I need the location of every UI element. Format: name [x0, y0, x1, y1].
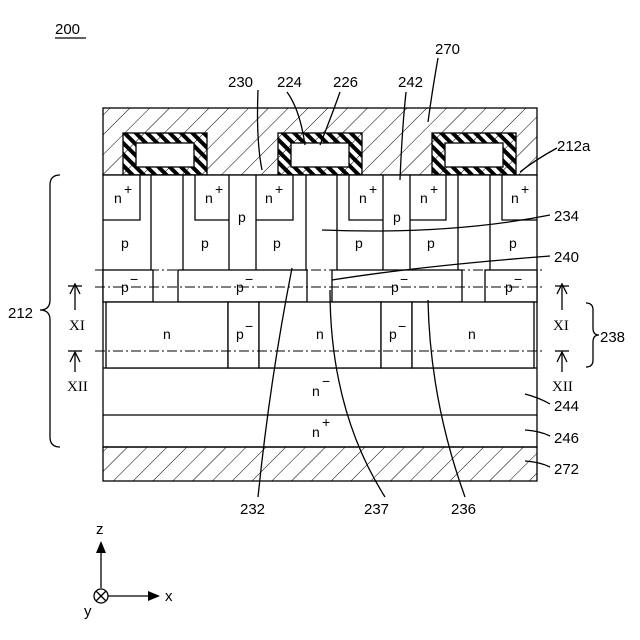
svg-text:XI: XI [553, 318, 569, 334]
svg-text:XII: XII [67, 379, 88, 395]
svg-text:+: + [275, 181, 283, 197]
label-p-1: p [121, 235, 129, 251]
bottom-electrode-272 [103, 447, 537, 481]
label-p-3: p [238, 209, 246, 225]
svg-text:XI: XI [69, 318, 85, 334]
label-n-1: n [163, 326, 171, 342]
svg-text:n: n [511, 190, 519, 206]
ref-224: 224 [277, 74, 302, 91]
svg-text:−: − [514, 271, 522, 287]
figure-number: 200 [55, 21, 80, 38]
ref-242: 242 [398, 74, 423, 91]
svg-text:−: − [398, 318, 406, 334]
x-axis-label: x [165, 588, 173, 605]
label-p-7: p [427, 235, 435, 251]
ref-240: 240 [554, 249, 579, 266]
svg-text:+: + [430, 181, 438, 197]
ref-226: 226 [333, 74, 358, 91]
z-axis-arrowhead [96, 541, 106, 553]
svg-text:+: + [369, 181, 377, 197]
svg-text:n: n [312, 383, 320, 399]
ref-212: 212 [8, 305, 33, 322]
gate-structure-3 [432, 133, 516, 175]
gate-electrode-3 [445, 143, 503, 167]
svg-text:n: n [114, 190, 122, 206]
ref-238: 238 [600, 329, 625, 346]
svg-text:n: n [312, 424, 320, 440]
svg-text:XII: XII [552, 379, 573, 395]
svg-text:−: − [130, 271, 138, 287]
svg-text:+: + [322, 414, 330, 430]
ref-232: 232 [240, 501, 265, 518]
label-n-2: n [316, 326, 324, 342]
ref-212a: 212a [557, 138, 591, 155]
ref-237: 237 [364, 501, 389, 518]
label-p-4: p [273, 235, 281, 251]
x-axis-arrowhead [148, 591, 160, 601]
label-n-3: n [468, 326, 476, 342]
label-p-8: p [509, 235, 517, 251]
svg-text:n: n [205, 190, 213, 206]
brace-238 [586, 303, 599, 367]
svg-text:+: + [124, 181, 132, 197]
label-p-2: p [201, 235, 209, 251]
gate-structure-2 [278, 133, 362, 175]
gate-structure-1 [123, 133, 207, 175]
svg-text:−: − [245, 271, 253, 287]
svg-text:p: p [121, 279, 129, 295]
ref-246: 246 [554, 430, 579, 447]
svg-text:+: + [215, 181, 223, 197]
svg-text:−: − [322, 373, 330, 389]
y-axis-label: y [84, 603, 92, 620]
brace-212 [40, 175, 60, 447]
z-axis-label: z [96, 521, 104, 538]
svg-text:p: p [389, 326, 397, 342]
ref-244: 244 [554, 398, 579, 415]
svg-text:p: p [505, 279, 513, 295]
svg-text:p: p [391, 279, 399, 295]
svg-text:p: p [236, 279, 244, 295]
label-p-5: p [355, 235, 363, 251]
section-marker-right: XI XII [552, 284, 573, 395]
gate-electrode-2 [291, 143, 349, 167]
svg-text:n: n [420, 190, 428, 206]
label-p-6: p [393, 209, 401, 225]
ref-272: 272 [554, 461, 579, 478]
svg-text:n: n [359, 190, 367, 206]
coordinate-axes: z x y [84, 521, 173, 620]
ref-234: 234 [554, 208, 579, 225]
svg-text:n: n [265, 190, 273, 206]
svg-text:p: p [236, 326, 244, 342]
section-marker-left: XI XII [67, 284, 88, 395]
svg-text:−: − [400, 271, 408, 287]
ref-236: 236 [451, 501, 476, 518]
ref-230: 230 [228, 74, 253, 91]
svg-text:−: − [245, 318, 253, 334]
ref-270: 270 [435, 41, 460, 58]
svg-text:+: + [521, 181, 529, 197]
gate-electrode-1 [136, 143, 194, 167]
